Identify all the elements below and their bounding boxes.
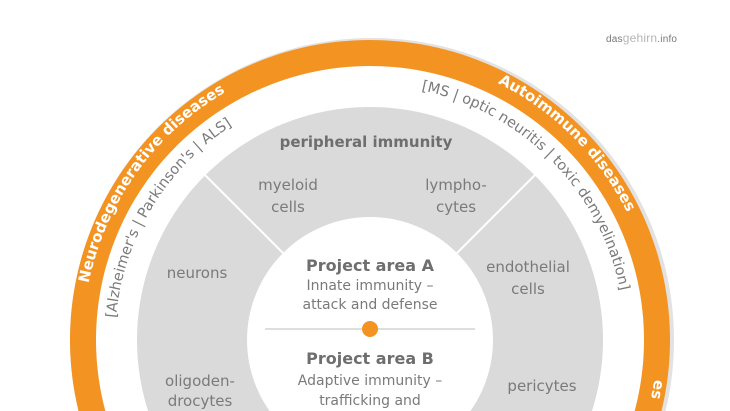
logo-text: gehirn [622,31,658,45]
center-dot [362,321,378,337]
logo-text: das [606,34,623,45]
project-area-a-desc: attack and defense [302,297,437,313]
myeloid-label: myeloid [258,176,318,194]
pericytes-label: pericytes [507,377,576,395]
bottom-right-label-fragment: es [647,379,668,401]
neurons-label: neurons [167,264,228,282]
segment-divider [204,174,286,256]
peripheral-immunity-title: peripheral immunity [280,133,453,151]
oligodendrocytes-label: oligoden- [165,372,235,390]
lymphocytes-label: lympho- [425,176,487,194]
logo[interactable]: dasgehirn.info [606,31,677,45]
center-circle [246,216,493,411]
endothelial-label: cells [511,280,545,298]
logo-text: .info [657,34,678,45]
myeloid-label: cells [271,198,305,216]
project-area-b-desc: trafficking and [319,393,421,409]
project-area-a-title: Project area A [306,256,435,275]
project-area-b-desc: Adaptive immunity – [298,373,442,389]
project-area-b-title: Project area B [306,349,434,368]
lymphocytes-label: cytes [436,198,476,216]
oligodendrocytes-label: drocytes [168,392,233,410]
segment-divider [454,174,536,256]
endothelial-label: endothelial [486,258,570,276]
project-area-a-desc: Innate immunity – [306,278,433,294]
